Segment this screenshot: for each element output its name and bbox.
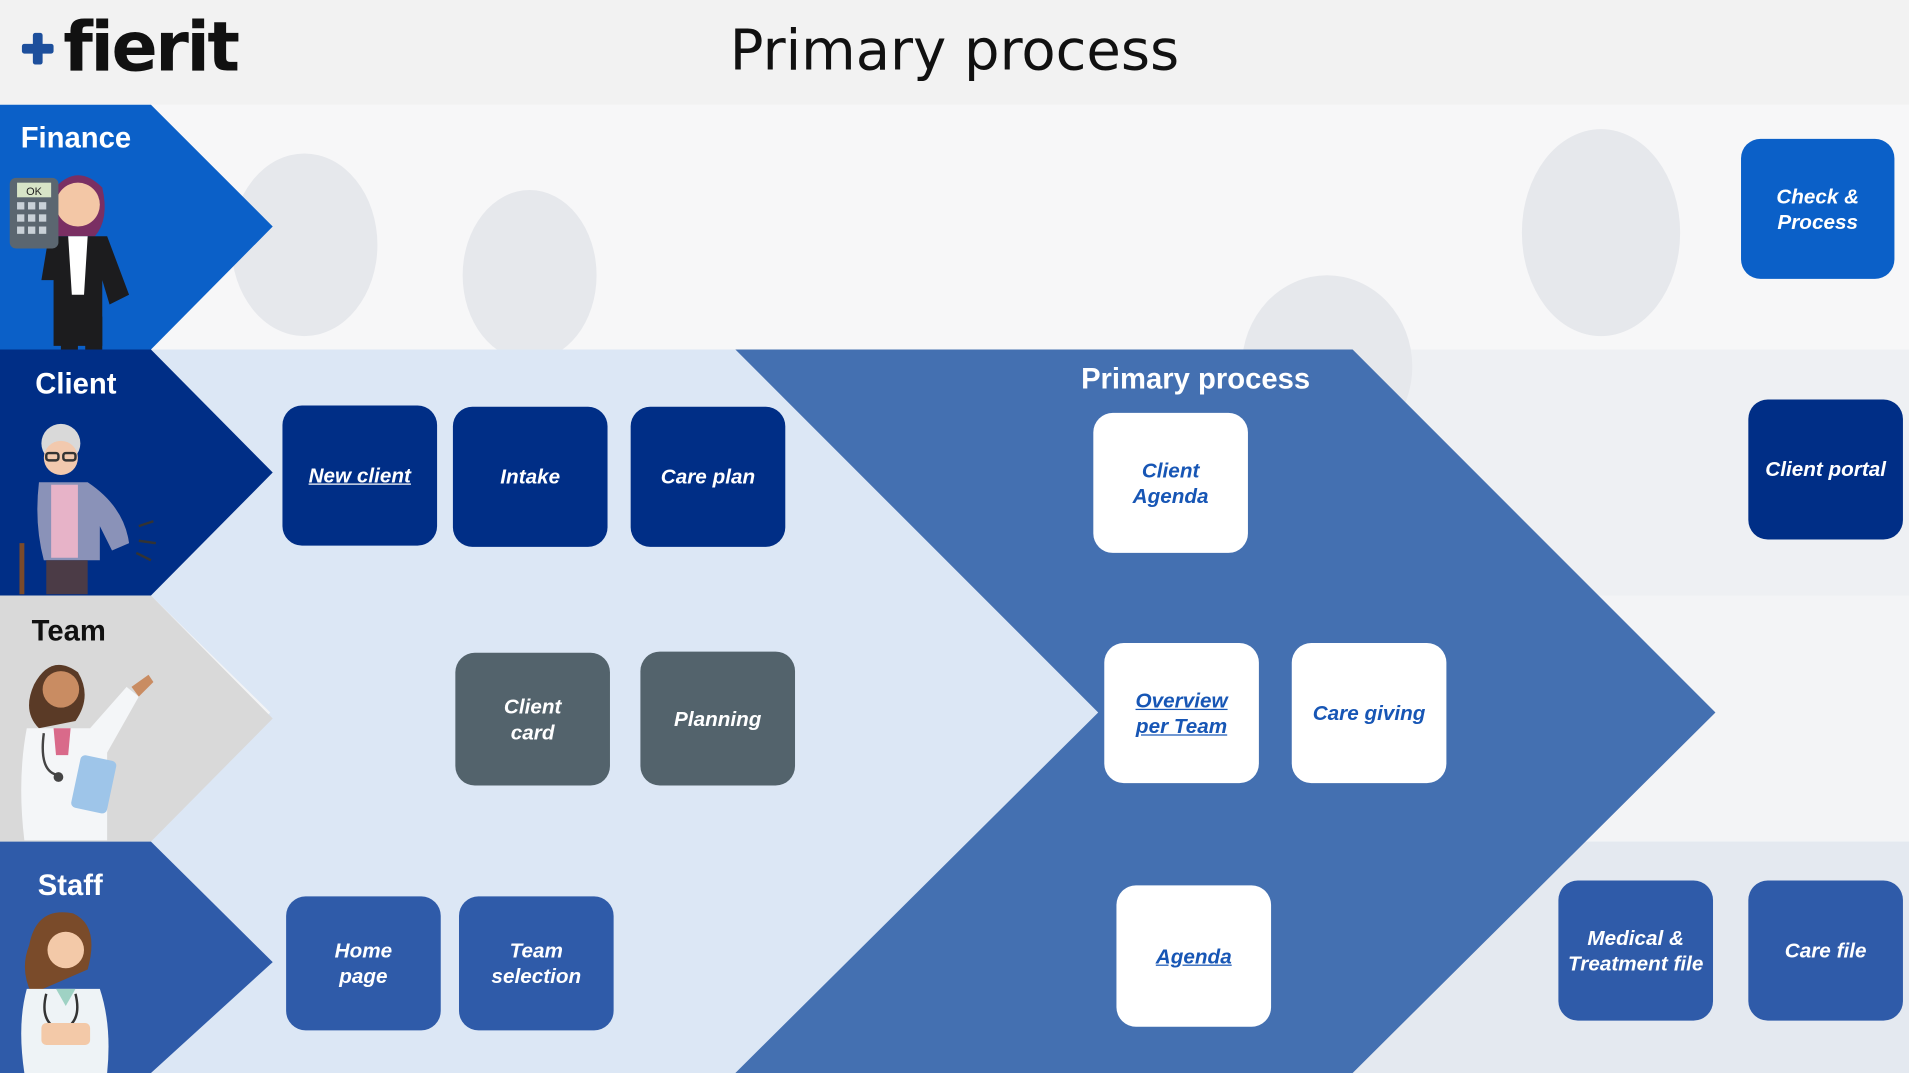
agenda-button[interactable]: Agenda	[1116, 885, 1272, 1027]
care-giving-button[interactable]: Care giving	[1291, 643, 1447, 784]
header-bar: fierit Primary process	[0, 0, 1909, 105]
care-giving-label: Care giving	[1312, 701, 1426, 725]
care-plan-label: Care plan	[660, 465, 756, 489]
check-process-button[interactable]: Check &Process	[1741, 138, 1895, 279]
logo-text: fierit	[63, 8, 240, 88]
woman-with-calculator-icon: OK	[9, 175, 130, 350]
background-photo-figure	[231, 153, 378, 337]
chevron-title: Primary process	[1081, 362, 1311, 396]
doctor-with-clipboard-icon	[21, 664, 154, 841]
intake-label: Intake	[500, 465, 561, 489]
elderly-woman-with-cane-icon	[19, 423, 157, 595]
staff-lane-label: Staff	[37, 869, 103, 903]
planning-label: Planning	[674, 706, 762, 731]
agenda-link[interactable]: Agenda	[1155, 944, 1232, 968]
client-portal-button[interactable]: Client portal	[1748, 399, 1903, 540]
care-plan-button[interactable]: Care plan	[630, 406, 786, 547]
page-title: Primary process	[729, 17, 1180, 83]
nurse-with-stethoscope-icon	[21, 912, 109, 1073]
care-file-label: Care file	[1784, 939, 1867, 963]
svg-text:OK: OK	[26, 186, 43, 198]
client-lane-label: Client	[35, 367, 117, 401]
team-lane-label: Team	[31, 615, 106, 648]
fierit-logo: fierit	[21, 8, 240, 88]
client-portal-label: Client portal	[1765, 457, 1887, 482]
check-process-label: Check &Process	[1776, 184, 1860, 234]
medical-treatment-file-button[interactable]: Medical &Treatment file	[1558, 880, 1714, 1021]
finance-lane-label: Finance	[20, 121, 132, 155]
new-client-button[interactable]: New client	[282, 405, 438, 546]
background-photo-figure	[462, 189, 597, 361]
plus-icon	[21, 32, 54, 65]
planning-button[interactable]: Planning	[640, 651, 796, 786]
background-photo-figure	[1521, 129, 1681, 337]
intake-button[interactable]: Intake	[452, 406, 608, 547]
medical-treatment-file-label: Medical &Treatment file	[1568, 926, 1704, 975]
care-file-button[interactable]: Care file	[1748, 880, 1903, 1021]
new-client-link[interactable]: New client	[308, 464, 411, 488]
